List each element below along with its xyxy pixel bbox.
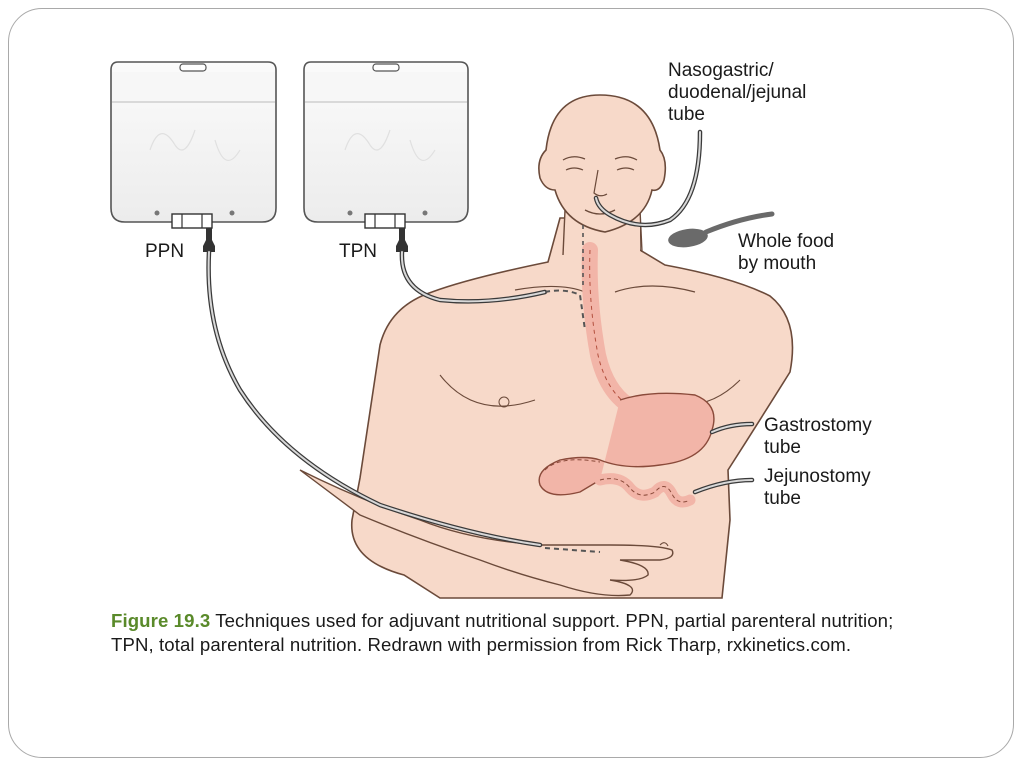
caption-text: Techniques used for adjuvant nutritional… xyxy=(111,610,894,655)
nasogastric-label: Nasogastric/ duodenal/jejunal tube xyxy=(668,60,807,125)
ppn-bag xyxy=(110,61,277,252)
figure-caption: Figure 19.3 Techniques used for adjuvant… xyxy=(111,609,911,657)
whole-food-label: Whole food by mouth xyxy=(738,231,835,274)
spoon-icon xyxy=(668,211,775,248)
tpn-bag xyxy=(303,61,469,252)
jejunostomy-label: Jejunostomy tube xyxy=(764,466,871,509)
ppn-label: PPN xyxy=(145,241,185,262)
figure-number: Figure 19.3 xyxy=(111,610,211,631)
tpn-label: TPN xyxy=(339,241,377,262)
gastrostomy-label: Gastrostomy tube xyxy=(764,415,872,458)
digestive-tract xyxy=(538,242,715,508)
